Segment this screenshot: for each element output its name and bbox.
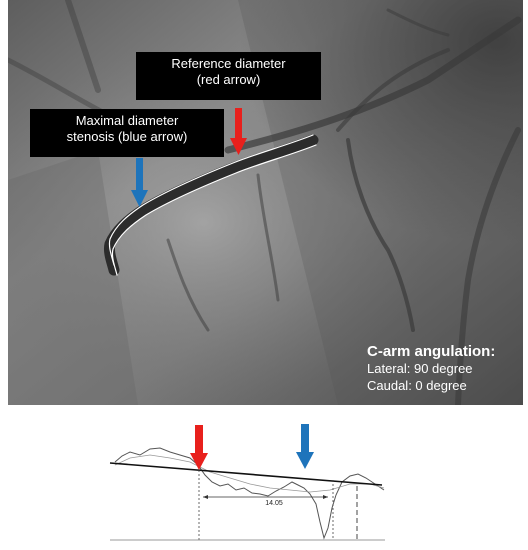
reference-diameter-label: Reference diameter (red arrow) xyxy=(136,52,321,100)
angiogram-image xyxy=(8,0,523,405)
c-arm-lateral: Lateral: 90 degree xyxy=(367,361,473,376)
reference-label-line1: Reference diameter xyxy=(171,56,286,71)
measurement-value: 14.05 xyxy=(265,500,283,507)
reference-line xyxy=(109,462,383,486)
profile-blue-arrow-icon xyxy=(296,424,314,469)
stenosis-label-line2: stenosis (blue arrow) xyxy=(66,129,188,144)
red-arrow-icon xyxy=(230,108,247,155)
c-arm-caudal: Caudal: 0 degree xyxy=(367,378,467,393)
reference-label-line2: (red arrow) xyxy=(196,72,261,87)
background-vessels xyxy=(8,0,522,405)
stenosis-label-line1: Maximal diameter xyxy=(75,113,179,128)
c-arm-angulation-info: C-arm angulation: Lateral: 90 degree Cau… xyxy=(367,343,495,394)
profile-curve xyxy=(114,447,385,540)
profile-red-arrow-icon xyxy=(190,425,208,470)
blue-arrow-icon xyxy=(131,158,148,207)
artery-outline xyxy=(104,134,319,276)
max-stenosis-label: Maximal diameter stenosis (blue arrow) xyxy=(30,109,224,157)
diameter-profile-plot: 14.05 xyxy=(109,424,385,541)
c-arm-title: C-arm angulation: xyxy=(367,343,496,360)
